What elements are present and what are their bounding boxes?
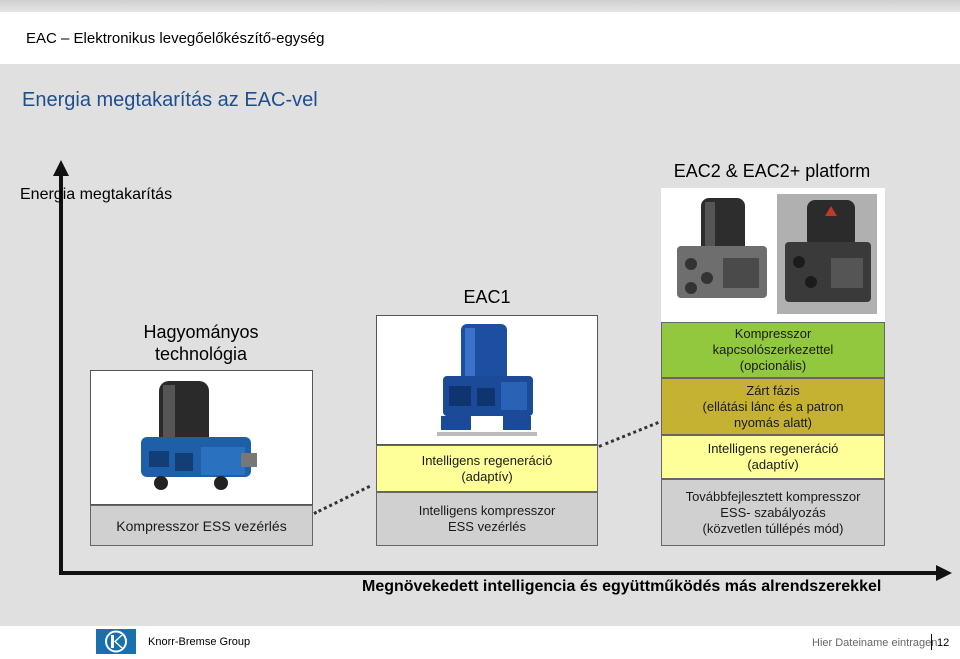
y-axis-arrow-icon [53,160,69,176]
eac2-product-images [661,188,885,322]
eac1-title: EAC1 [463,287,511,307]
eac2-cell-enhanced-ess: Továbbfejlesztett kompresszor ESS- szabá… [661,479,885,546]
eac2-cell-compressor-switch: Kompresszor kapcsolószerkezettel (opcion… [661,322,885,378]
top-strip [0,0,960,12]
eac1-cell-regeneration: Intelligens regeneráció (adaptív) [376,445,598,492]
eac2-cell-enhanced-ess-line3: (közvetlen túllépés mód) [702,520,844,536]
eac1-cell-ess: Intelligens kompresszor ESS vezérlés [376,492,598,546]
y-axis [59,172,63,575]
eac2-units-icon [661,188,877,322]
footer-page-separator [931,634,932,650]
eac2-cell-compressor-switch-line3: (opcionális) [739,358,807,373]
traditional-title-line2: technológia [154,344,248,364]
header-title: EAC – Elektronikus levegőelőkészítő-egys… [26,30,325,47]
x-axis-label: Megnövekedett intelligencia és együttműk… [362,578,882,595]
traditional-title-line1: Hagyományos [143,322,259,342]
x-axis-arrow-icon [936,565,952,581]
eac2-cell-closed-phase-line3: nyomás alatt) [733,414,813,430]
traditional-cell-ess: Kompresszor ESS vezérlés [90,505,313,546]
eac2-cell-closed-phase-line1: Zárt fázis [746,382,800,398]
eac2-cell-regeneration-line1: Intelligens regeneráció [707,441,839,456]
eac2-cell-enhanced-ess-line1: Továbbfejlesztett kompresszor [685,488,861,504]
traditional-cell-ess-text: Kompresszor ESS vezérlés [116,517,287,534]
eac1-cell-regeneration-line2: (adaptív) [461,468,513,484]
footer-filename-note: Hier Dateiname eintragen [812,637,938,649]
y-axis-label: Energia megtakarítás [20,186,173,203]
eac1-product-image [376,315,598,445]
eac2-cell-compressor-switch-line2: kapcsolószerkezettel [712,342,834,357]
knorr-bremse-logo-icon [96,629,136,654]
eac2-title: EAC2 & EAC2+ platform [673,161,871,181]
eac1-unit-icon [437,324,537,436]
eac1-cell-ess-line2: ESS vezérlés [447,519,527,534]
footer [0,626,960,655]
eac2-cell-enhanced-ess-line2: ESS- szabályozás [720,504,826,520]
eac2-cell-closed-phase: Zárt fázis (ellátási lánc és a patron ny… [661,378,885,435]
traditional-title: Hagyományos technológia [90,321,312,365]
slide-title: Energia megtakarítás az EAC-vel [22,89,318,111]
x-axis [59,571,939,575]
footer-page-number: 12 [937,637,950,649]
footer-brand: Knorr-Bremse Group [148,636,251,648]
traditional-product-image [90,370,313,505]
air-dryer-product-icon [141,381,257,490]
eac2-cell-regeneration-line2: (adaptív) [747,457,799,472]
eac2-cell-closed-phase-line2: (ellátási lánc és a patron [702,398,844,414]
eac1-cell-regeneration-line1: Intelligens regeneráció [421,452,553,468]
eac2-cell-compressor-switch-line1: Kompresszor [734,326,812,341]
eac1-cell-ess-line1: Intelligens kompresszor [418,503,556,518]
eac2-cell-regeneration: Intelligens regeneráció (adaptív) [661,435,885,479]
